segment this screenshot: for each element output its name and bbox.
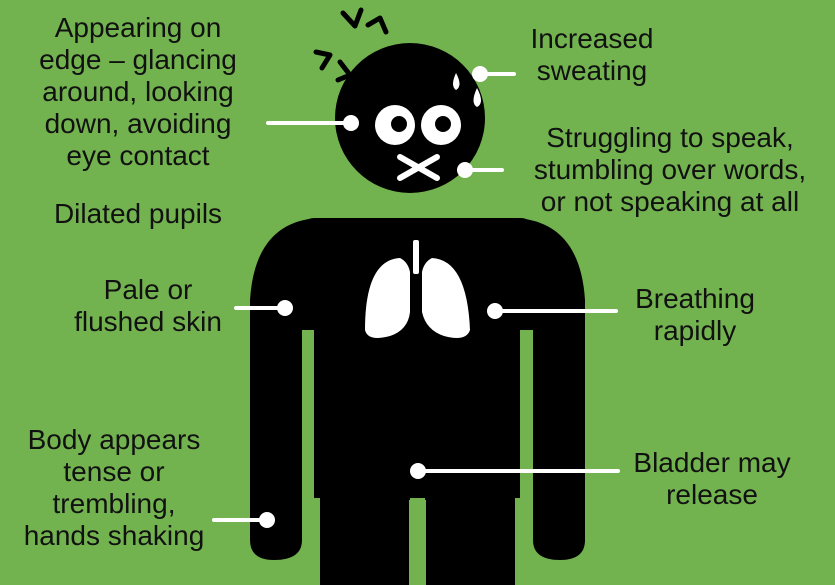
dot-speaking [457,162,473,178]
right-shoulder [516,218,585,560]
left-shoulder [250,218,318,560]
label-tense: Body appears tense or trembling, hands s… [0,424,228,552]
dot-sweating [472,66,488,82]
label-skin: Pale or flushed skin [50,274,246,338]
label-dilated-pupils: Dilated pupils [20,198,256,230]
label-sweating: Increased sweating [512,23,672,87]
dot-breathing [487,303,503,319]
dot-tense [259,512,275,528]
dot-on-edge [343,115,359,131]
right-leg [425,480,515,585]
left-leg [320,480,410,585]
label-breathing: Breathing rapidly [615,283,775,347]
dot-bladder [410,463,426,479]
label-on-edge: Appearing on edge – glancing around, loo… [10,12,266,172]
label-speaking: Struggling to speak, stumbling over word… [505,122,835,218]
leg-gap [409,500,426,585]
dot-skin [277,300,293,316]
label-bladder: Bladder may release [612,447,812,511]
